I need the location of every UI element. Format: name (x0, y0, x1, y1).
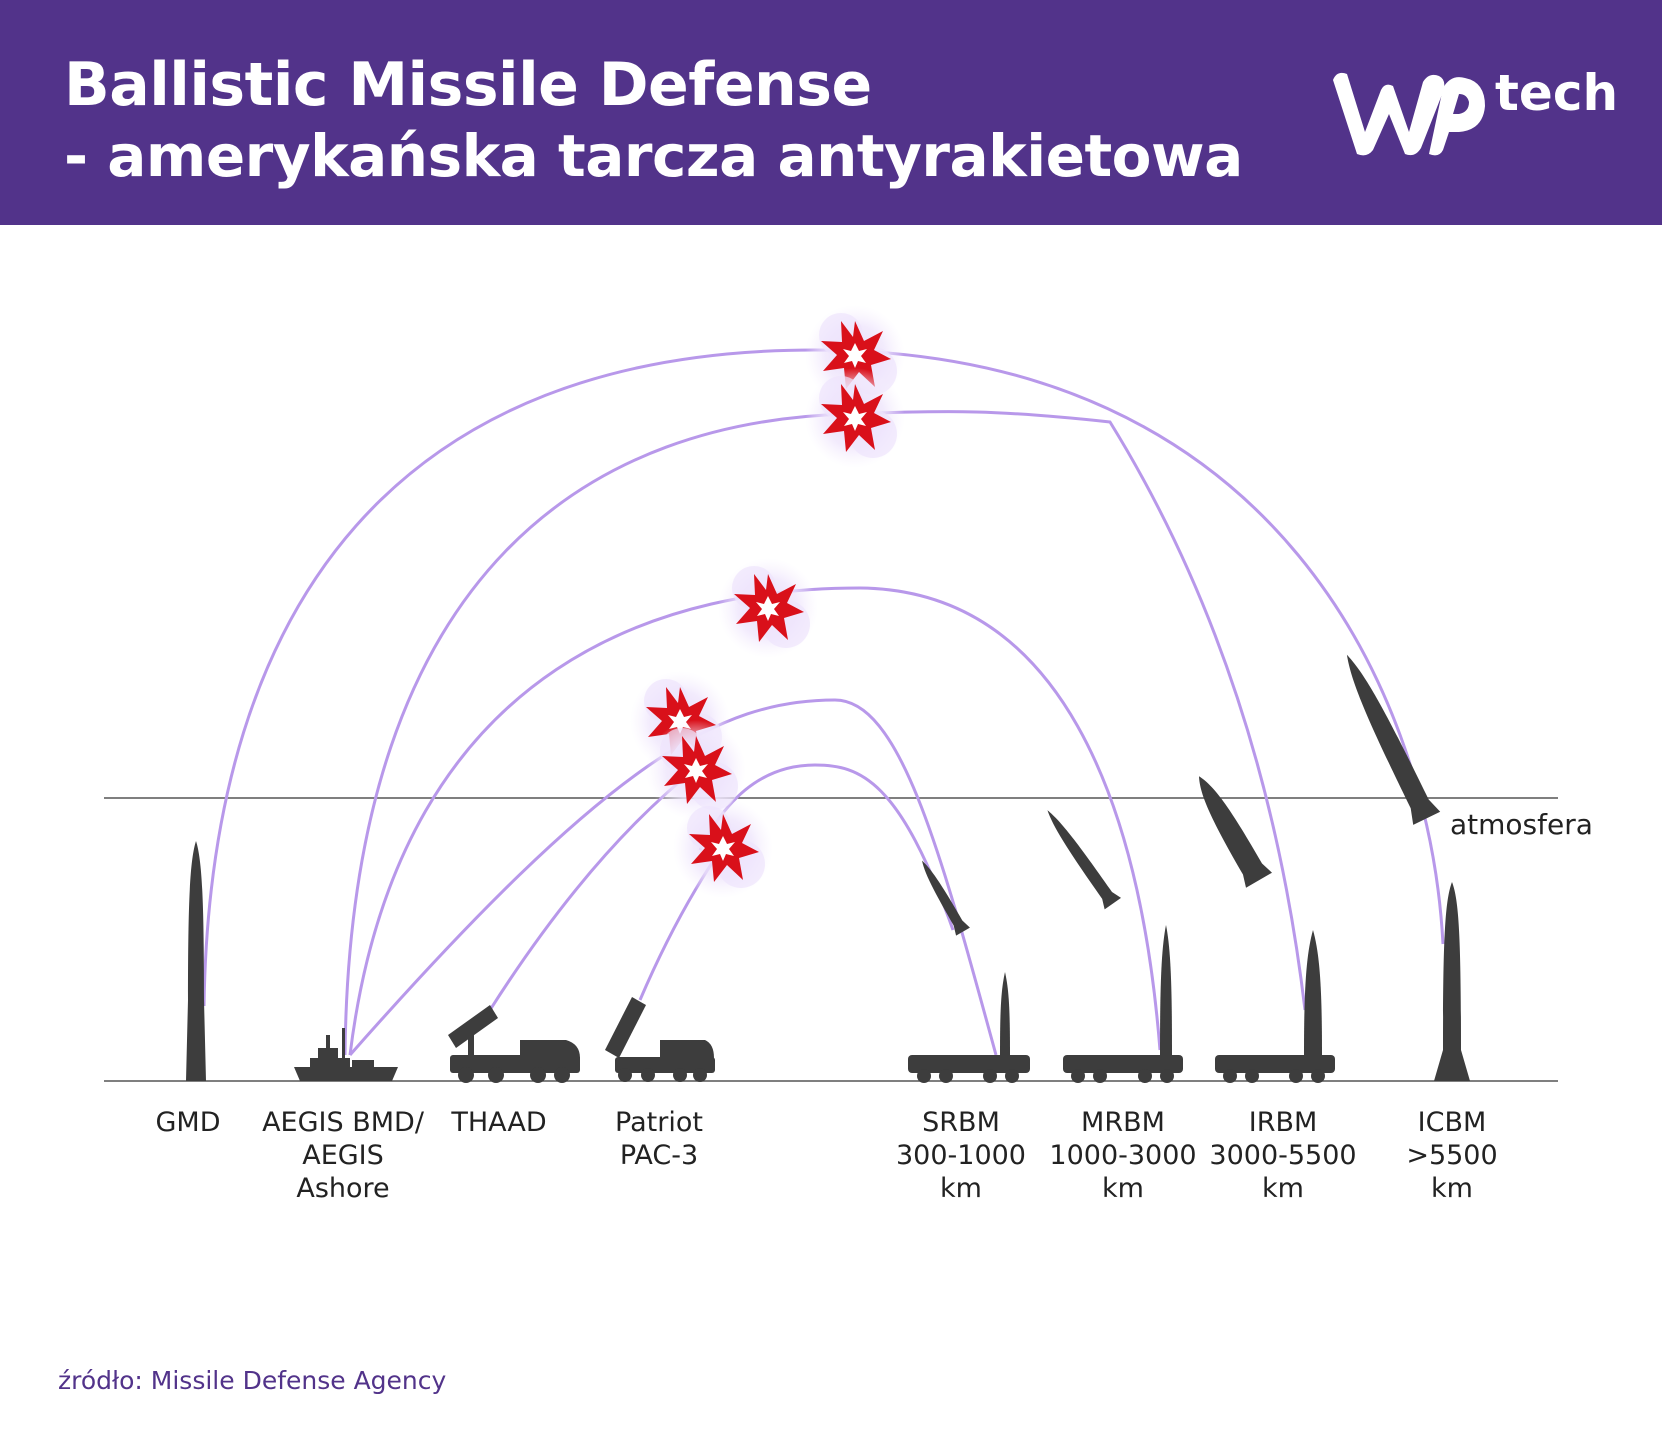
label-irbm: IRBM 3000-5500 km (1209, 1106, 1356, 1205)
label-patriot-line2: PAC-3 (619, 1140, 699, 1171)
logo-tech-text: tech (1495, 64, 1619, 122)
label-icbm-unit: km (1431, 1173, 1473, 1204)
srbm-trajectory (348, 698, 998, 1056)
label-irbm-range: 3000-5500 (1209, 1140, 1357, 1171)
label-mrbm-range: 1000-3000 (1049, 1140, 1197, 1171)
label-srbm-range: 300-1000 (896, 1140, 1026, 1171)
srbm-flying-missile-icon (922, 860, 970, 936)
page-subtitle: - amerykańska tarcza antyrakietowa (64, 122, 1243, 190)
label-srbm-unit: km (940, 1173, 982, 1204)
icbm-missile-icon (1434, 882, 1470, 1081)
irbm-launcher-icon (1215, 930, 1335, 1083)
trajectory-diagram (104, 305, 1558, 1083)
label-gmd: GMD (155, 1106, 220, 1139)
explosion-icon (718, 558, 818, 658)
thaad-launcher-icon (448, 1005, 580, 1083)
label-mrbm: MRBM 1000-3000 km (1049, 1106, 1196, 1205)
patriot-launcher-icon (605, 997, 715, 1082)
label-icbm: ICBM >5500 km (1406, 1106, 1497, 1205)
srbm-launcher-icon (908, 972, 1030, 1083)
page-title: Ballistic Missile Defense (64, 50, 872, 120)
label-aegis-line3: Ashore (296, 1173, 390, 1204)
label-gmd-line1: GMD (155, 1107, 221, 1138)
label-aegis-line2: AEGIS (302, 1140, 384, 1171)
label-aegis-line1: AEGIS BMD/ (262, 1107, 424, 1138)
aegis-ship-icon (294, 1028, 398, 1081)
label-srbm: SRBM 300-1000 km (896, 1106, 1026, 1205)
source-credit: źródło: Missile Defense Agency (58, 1366, 447, 1395)
label-thaad: THAAD (451, 1106, 546, 1139)
label-mrbm-unit: km (1102, 1173, 1144, 1204)
label-aegis: AEGIS BMD/ AEGIS Ashore (262, 1106, 424, 1205)
label-patriot: Patriot PAC-3 (615, 1106, 703, 1172)
wp-logo-icon (1333, 72, 1485, 156)
label-icbm-name: ICBM (1417, 1107, 1487, 1138)
mrbm-launcher-icon (1063, 925, 1183, 1083)
irbm-flying-missile-icon (1199, 776, 1272, 888)
label-srbm-name: SRBM (922, 1107, 1000, 1138)
gmd-missile-icon (186, 841, 206, 1081)
label-mrbm-name: MRBM (1081, 1107, 1165, 1138)
label-icbm-range: >5500 (1406, 1140, 1498, 1171)
icbm-flying-missile-icon (1346, 654, 1441, 825)
label-irbm-unit: km (1262, 1173, 1304, 1204)
explosion-icon (805, 368, 905, 468)
label-irbm-name: IRBM (1248, 1107, 1318, 1138)
label-patriot-line1: Patriot (615, 1107, 703, 1138)
explosion-icon (673, 798, 773, 898)
irbm-trajectory (343, 410, 1307, 1056)
mrbm-flying-missile-icon (1047, 810, 1122, 910)
label-thaad-line1: THAAD (451, 1107, 547, 1138)
mrbm-trajectory (348, 586, 1162, 1056)
atmosphere-label: atmosfera (1450, 808, 1593, 841)
